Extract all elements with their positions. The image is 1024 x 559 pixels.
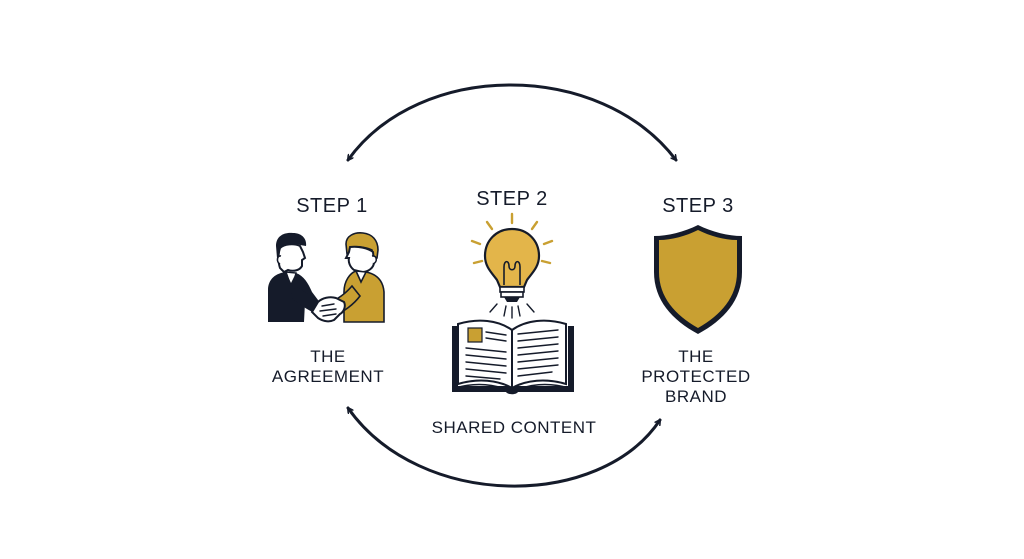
step-2-label-line: SHARED CONTENT — [431, 418, 597, 437]
step-3-label-line: PROTECTED — [641, 367, 751, 386]
step-2-title: STEP 2 — [476, 188, 548, 210]
clasped-hands — [310, 296, 346, 323]
step-3-label: THE PROTECTED BRAND — [641, 347, 750, 407]
step-1-label-line: AGREEMENT — [271, 367, 385, 386]
lightbulb-book-icon — [452, 212, 574, 395]
lightbulb-icon — [470, 212, 554, 319]
step-3-label-line: THE — [678, 347, 714, 366]
light-rays — [470, 212, 554, 265]
step-2-label: SHARED CONTENT — [432, 418, 597, 438]
step-3-label-line: BRAND — [664, 387, 727, 406]
step-3-title: STEP 3 — [662, 195, 734, 217]
open-book-icon — [452, 319, 574, 395]
step-1-title: STEP 1 — [296, 195, 368, 217]
step-1-label: THE AGREEMENT — [272, 347, 384, 387]
shield-icon — [654, 225, 742, 334]
bottom-cycle-arrow — [346, 406, 662, 488]
handshake-icon — [268, 232, 385, 323]
step-1-label-line: THE — [310, 347, 346, 366]
top-cycle-arrow — [346, 83, 678, 162]
